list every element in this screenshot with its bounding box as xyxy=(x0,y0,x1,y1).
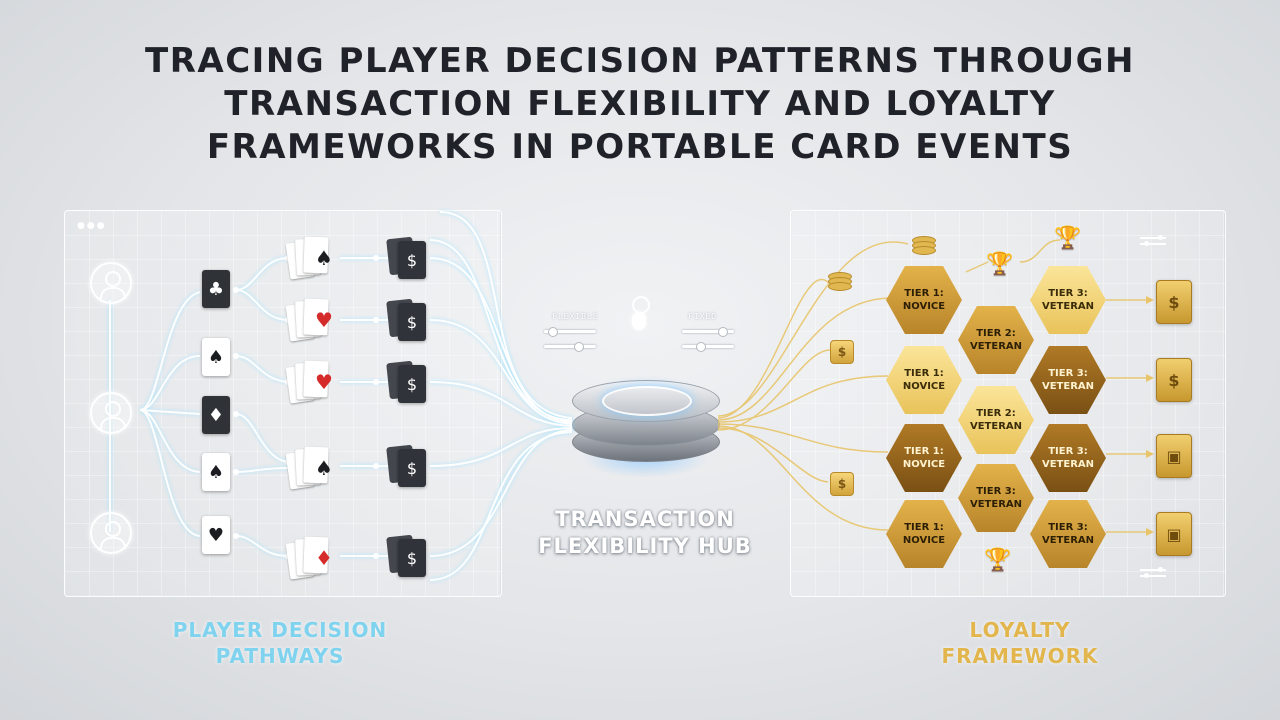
right-label-line-1: LOYALTY xyxy=(969,618,1071,642)
branch-line xyxy=(139,409,201,415)
playing-card-icon[interactable]: ♥ xyxy=(202,516,230,554)
playing-card-icon[interactable]: ♠ xyxy=(202,338,230,376)
right-section-label: LOYALTY FRAMEWORK xyxy=(900,617,1140,669)
card-fan-icon[interactable]: ♥ xyxy=(285,298,338,342)
reward-card-icon[interactable]: $ xyxy=(1156,358,1192,402)
playing-card-icon[interactable]: ♣ xyxy=(202,270,230,308)
flexible-label: FLEXIBLE xyxy=(552,312,599,321)
dollar-icon: $ xyxy=(398,449,426,487)
dollar-card-icon[interactable]: $ xyxy=(386,444,426,487)
lock-icon[interactable]: ▣ xyxy=(1156,434,1192,478)
transaction-hub-disc[interactable] xyxy=(572,380,720,478)
fixed-slider[interactable] xyxy=(682,342,734,352)
branch-line xyxy=(235,467,289,473)
branch-line xyxy=(235,257,289,291)
title-line-2: TRANSACTION FLEXIBILITY AND LOYALTY xyxy=(224,84,1056,124)
player-pathways-panel: ●●● xyxy=(64,210,502,597)
diamond-icon: ♦ xyxy=(315,546,333,570)
fixed-label: FIXED xyxy=(688,312,718,321)
dollar-coin-icon: $ xyxy=(830,340,854,364)
heart-icon: ♥ xyxy=(315,370,333,394)
tier-hex[interactable]: TIER 2:VETERAN xyxy=(958,306,1034,374)
dollar-icon: $ xyxy=(398,365,426,403)
card-fan-icon[interactable]: ♠ xyxy=(285,236,338,280)
coin-stack-icon xyxy=(912,236,936,256)
trophy-icon: 🏆 xyxy=(984,548,1012,573)
dollar-coin-icon: $ xyxy=(830,472,854,496)
tier-hex[interactable]: TIER 1:NOVICE xyxy=(886,500,962,568)
flexible-slider[interactable] xyxy=(544,327,596,337)
left-label-line-1: PLAYER DECISION xyxy=(172,618,388,642)
card-fan-icon[interactable]: ♦ xyxy=(285,536,338,580)
heart-icon: ♥ xyxy=(315,308,333,332)
tier-hex[interactable]: TIER 1:NOVICE xyxy=(886,346,962,414)
branch-line xyxy=(429,319,573,425)
trophy-icon: 🏆 xyxy=(986,252,1014,277)
window-dots: ●●● xyxy=(77,221,107,231)
user-icon[interactable] xyxy=(90,392,132,434)
mini-slider-icon xyxy=(1140,235,1166,246)
branch-line xyxy=(429,427,573,467)
spade-icon: ♠ xyxy=(315,456,333,480)
reward-card-icon[interactable]: $ xyxy=(1156,280,1192,324)
branch-line xyxy=(139,409,201,473)
card-fan-icon[interactable]: ♠ xyxy=(285,446,338,490)
playing-card-icon[interactable]: ♦ xyxy=(202,396,230,434)
mini-slider-icon xyxy=(1140,567,1166,578)
dollar-card-icon[interactable]: $ xyxy=(386,236,426,279)
branch-line xyxy=(235,535,289,557)
branch-line xyxy=(139,409,201,537)
fixed-slider[interactable] xyxy=(682,327,734,337)
tier-hex[interactable]: TIER 2:VETERAN xyxy=(958,386,1034,454)
dollar-card-icon[interactable]: $ xyxy=(386,360,426,403)
toggle-indicator-icon xyxy=(629,296,650,336)
tier-hex[interactable]: TIER 1:NOVICE xyxy=(886,424,962,492)
branch-line xyxy=(429,431,573,581)
left-section-label: PLAYER DECISION PATHWAYS xyxy=(140,617,420,669)
page-title: TRACING PLAYER DECISION PATTERNS THROUGH… xyxy=(40,40,1240,169)
branch-line xyxy=(429,257,573,423)
branch-line xyxy=(235,355,289,383)
branch-line xyxy=(139,355,201,411)
dollar-icon: $ xyxy=(398,539,426,577)
branch-line xyxy=(139,291,201,411)
card-fan-icon[interactable]: ♥ xyxy=(285,360,338,404)
branch-line xyxy=(429,381,573,427)
branch-line xyxy=(235,289,289,321)
coin-stack-icon xyxy=(828,272,852,292)
lock-icon[interactable]: ▣ xyxy=(1156,512,1192,556)
title-line-3: FRAMEWORKS IN PORTABLE CARD EVENTS xyxy=(206,127,1074,167)
hub-label-line-1: TRANSACTION xyxy=(555,507,735,531)
trophy-icon: 🏆 xyxy=(1054,226,1082,251)
tier-hex[interactable]: TIER 3:VETERAN xyxy=(958,464,1034,532)
right-label-line-2: FRAMEWORK xyxy=(941,644,1099,668)
branch-line xyxy=(439,211,573,419)
spade-icon: ♠ xyxy=(315,246,333,270)
title-line-1: TRACING PLAYER DECISION PATTERNS THROUGH xyxy=(145,41,1135,81)
branch-line xyxy=(235,413,289,463)
playing-card-icon[interactable]: ♠ xyxy=(202,453,230,491)
panel-grid xyxy=(65,211,501,596)
user-icon[interactable] xyxy=(90,262,132,304)
hub-label-line-2: FLEXIBILITY HUB xyxy=(538,534,752,558)
left-label-line-2: PATHWAYS xyxy=(215,644,345,668)
dollar-card-icon[interactable]: $ xyxy=(386,298,426,341)
dollar-card-icon[interactable]: $ xyxy=(386,534,426,577)
tier-hex[interactable]: TIER 1:NOVICE xyxy=(886,266,962,334)
user-icon[interactable] xyxy=(90,512,132,554)
dollar-icon: $ xyxy=(398,241,426,279)
hub-label: TRANSACTION FLEXIBILITY HUB xyxy=(520,506,770,560)
flexible-slider[interactable] xyxy=(544,342,596,352)
dollar-icon: $ xyxy=(398,303,426,341)
